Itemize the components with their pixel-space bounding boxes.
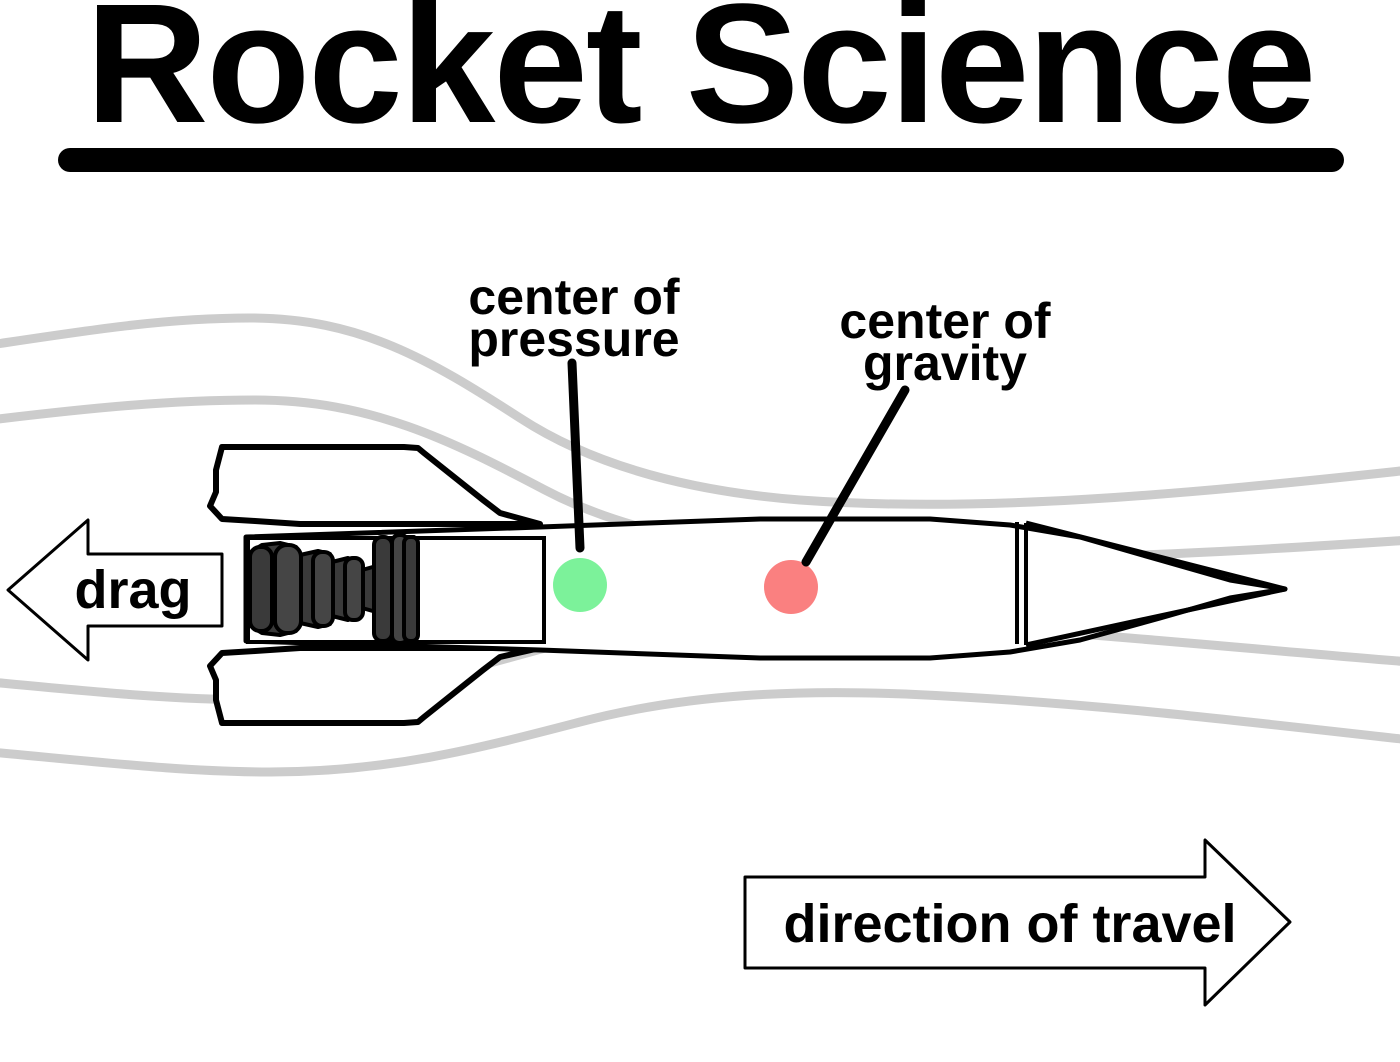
nozzle-rib-3 xyxy=(343,556,365,622)
drag-arrow-shape[interactable] xyxy=(6,518,224,662)
streamline-1 xyxy=(0,313,1400,509)
direction-of-travel-arrow[interactable]: direction of travel xyxy=(743,838,1292,1007)
center-of-pressure-label-line2: pressure xyxy=(468,311,679,367)
nozzle-flange-outer xyxy=(402,535,420,643)
direction-of-travel-arrow-shape[interactable] xyxy=(743,838,1292,1007)
center-of-gravity-marker[interactable]: center of gravity xyxy=(764,560,818,614)
center-of-pressure-label: center of pressure xyxy=(468,269,680,367)
center-of-gravity-leader-line xyxy=(801,385,910,567)
upper-fin xyxy=(207,444,543,527)
streamline-4 xyxy=(0,688,1400,777)
center-of-gravity-label-line1: center of xyxy=(839,293,1051,349)
rocket xyxy=(207,444,1288,726)
title-underline xyxy=(58,148,1344,172)
page-title: Rocket Science xyxy=(86,0,1315,159)
direction-of-travel-arrow-label: direction of travel xyxy=(783,894,1236,954)
nozzle-rib-1 xyxy=(273,543,303,635)
page-title-group: Rocket Science xyxy=(58,0,1344,172)
nozzle-flange-inner xyxy=(372,535,394,643)
center-of-gravity-label-line2: gravity xyxy=(863,335,1027,391)
engine-nozzle xyxy=(248,533,420,645)
nose-cone xyxy=(1025,520,1288,648)
center-of-pressure-label-line1: center of xyxy=(468,269,680,325)
lower-fin xyxy=(207,645,543,726)
drag-arrow-label: drag xyxy=(74,560,191,620)
nose-cone-separation-line xyxy=(1015,522,1028,645)
center-of-pressure-marker[interactable]: center of pressure xyxy=(553,558,607,612)
drag-arrow[interactable]: drag xyxy=(6,518,224,662)
nozzle-rib-2 xyxy=(311,550,335,628)
center-of-gravity-label: center of gravity xyxy=(839,293,1051,391)
nozzle-collar-left xyxy=(248,545,274,633)
center-of-pressure-leader-line xyxy=(567,358,585,553)
